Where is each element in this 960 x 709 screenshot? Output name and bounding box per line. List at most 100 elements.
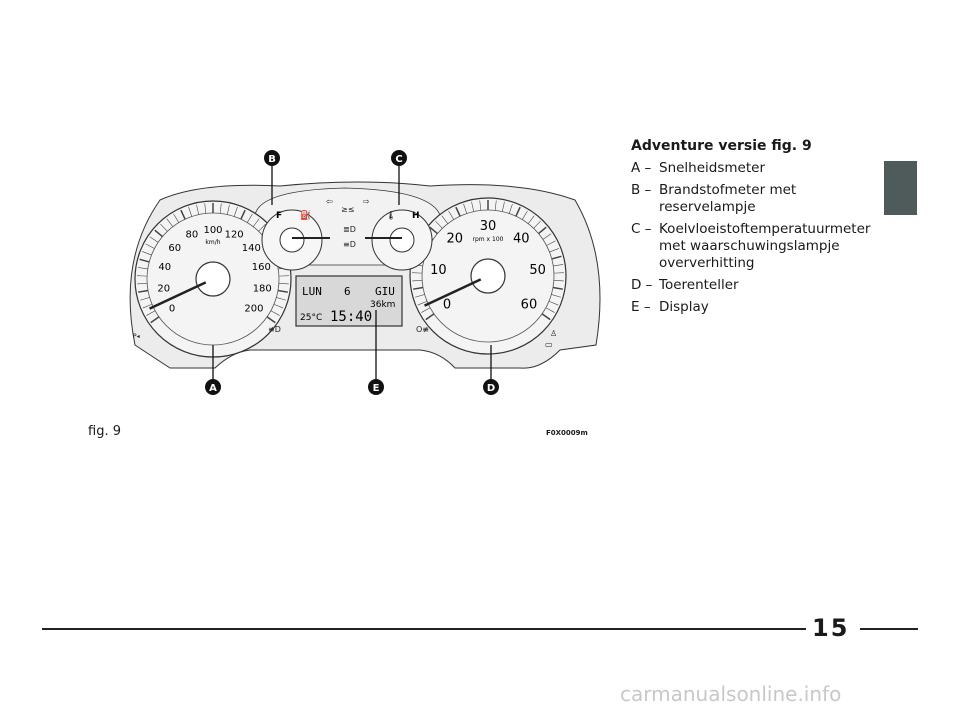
gauge-tick <box>494 200 497 211</box>
gauge-tick <box>252 218 260 227</box>
gauge-tick <box>139 258 150 263</box>
figure-code: F0X0009m <box>546 429 588 437</box>
gauge-tick <box>545 307 555 313</box>
gauge-tick-label: 200 <box>244 304 263 315</box>
gauge-tick <box>429 226 438 235</box>
gauge-tick <box>137 283 148 285</box>
gauge-tick-label: 10 <box>430 263 447 278</box>
display-trip: 36km <box>370 300 395 310</box>
gauge-tick <box>508 203 513 214</box>
gauge-tick <box>455 206 461 217</box>
gauge-tick <box>541 313 551 321</box>
footer-rule-right <box>860 628 918 630</box>
gauge-tick <box>515 206 521 217</box>
front-fog-icon: ≢D <box>268 325 281 334</box>
gauge-tick-label: 30 <box>480 219 497 234</box>
gauge-tick <box>188 206 193 217</box>
gauge-tick <box>553 280 564 282</box>
gauge-tick <box>142 251 152 256</box>
gauge-tick <box>546 240 556 246</box>
gauge-tick <box>160 223 168 232</box>
turn-right-icon: ⇨ <box>363 197 370 206</box>
section-tab <box>884 161 917 215</box>
gauge-tick-label: 0 <box>443 298 451 313</box>
gauge-tick-label: 140 <box>242 243 261 254</box>
gauge-tick <box>435 220 443 229</box>
callout-letter: E <box>373 383 380 394</box>
coolant-icon: 🌡 <box>386 211 396 220</box>
gauge-tick <box>276 297 287 301</box>
gauge-tick <box>412 280 423 282</box>
gauge-tick <box>533 220 541 229</box>
gauge-unit: km/h <box>205 239 220 246</box>
gauge-tick <box>154 229 163 238</box>
gauge-tick <box>548 300 559 306</box>
gauge-tick-label: 40 <box>513 232 530 247</box>
gauge-tick-label: 20 <box>157 284 170 295</box>
gauge-tick-label: 20 <box>446 232 463 247</box>
display-time: 15:40 <box>330 309 372 325</box>
gauge-needle <box>149 281 207 310</box>
gauge-tick <box>552 286 563 290</box>
gauge-hub <box>470 258 506 294</box>
legend-item-b: B –Brandstofmeter met reservelampje <box>631 182 797 215</box>
gauge-tick <box>166 218 174 227</box>
footer-rule-left <box>42 628 806 630</box>
parking-icon: P◂ <box>133 333 140 340</box>
gauge-tick <box>246 213 253 223</box>
callout-letter: B <box>268 154 276 165</box>
display-day: LUN <box>302 285 322 298</box>
indicator-icons: ⇦ ⇨ ≥≤ ≣D ≡D ≢D O≢ P◂ ▭ ♙ <box>133 197 557 349</box>
callout-letter: D <box>487 383 495 394</box>
gauge-tick <box>226 204 230 215</box>
legend: Adventure versie fig. 9 A –Snelheidsmete… <box>631 138 871 321</box>
legend-item-d: D –Toerenteller <box>631 277 739 293</box>
gauge-tick <box>146 310 156 316</box>
fuel-full-label: F <box>276 211 282 221</box>
legend-item-e: E –Display <box>631 299 709 315</box>
gauge-tick <box>266 316 276 324</box>
gauge-tick <box>553 264 564 267</box>
gauge-tick-label: 120 <box>225 230 244 241</box>
gauge-tick <box>142 303 153 309</box>
callout-e <box>368 379 384 395</box>
gauge-tick <box>527 215 535 224</box>
gauge-tick <box>441 215 449 224</box>
gauge-needle <box>424 278 482 307</box>
temperature-gauge: H 🌡 <box>365 209 433 271</box>
callout-c <box>391 150 407 166</box>
turn-left-icon: ⇦ <box>326 197 333 206</box>
fuel-gauge: F ⛽ <box>261 209 330 271</box>
gauge-tick <box>417 300 428 306</box>
gauge-tick <box>463 203 468 214</box>
gauge-tick-label: 0 <box>169 304 175 315</box>
position-light-icon: ≡D <box>343 240 356 249</box>
page-number: 15 <box>812 614 850 642</box>
gauge-tick <box>219 203 222 214</box>
gauge-tick <box>551 255 562 260</box>
gauge-tick <box>542 233 552 240</box>
gauge-tick <box>549 248 559 253</box>
gauge-tick <box>278 283 289 285</box>
gauge-tick <box>277 289 288 293</box>
gauge-tick <box>479 200 482 211</box>
fuel-pump-icon: ⛽ <box>300 209 311 221</box>
high-beam-icon: ≣D <box>343 225 356 234</box>
legend-title: Adventure versie fig. 9 <box>631 138 812 154</box>
callout-d <box>483 379 499 395</box>
gauge-tick <box>471 201 475 212</box>
gauge-tick <box>149 236 159 243</box>
callout-a <box>205 379 221 395</box>
rear-fog-icon: O≢ <box>416 325 429 334</box>
callout-b <box>264 150 280 166</box>
gauge-tick <box>137 267 148 270</box>
gauge-tick-label: 50 <box>529 263 546 278</box>
gauge-tick <box>501 201 505 212</box>
watermark: carmanualsonline.info <box>620 682 842 706</box>
gauge-tick-label: 80 <box>186 230 199 241</box>
temp-hot-label: H <box>412 211 420 221</box>
gauge-tick <box>270 310 280 316</box>
gauge-tick <box>448 210 455 220</box>
